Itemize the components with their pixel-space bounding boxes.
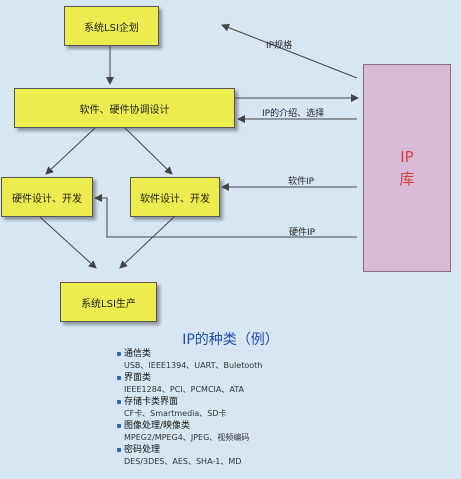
bullet-icon bbox=[117, 399, 121, 404]
category-items: USB、IEEE1394、UART、Buletooth bbox=[124, 361, 263, 370]
label-hard-ip: 硬件IP bbox=[289, 228, 316, 238]
box-label: 硬件设计、开发 bbox=[12, 193, 82, 205]
list-item: 通信类 USB、IEEE1394、UART、Buletooth bbox=[117, 348, 447, 372]
bullet-icon bbox=[117, 447, 121, 452]
box-label: 软件设计、开发 bbox=[140, 193, 210, 205]
box-label: 系统LSI企划 bbox=[84, 22, 139, 34]
category-items: MPEG2/MPEG4、JPEG、视频编码 bbox=[124, 433, 250, 442]
category-items: CF卡、Smartmedia、SD卡 bbox=[124, 409, 227, 418]
category-name: 图像处理/映像类 bbox=[124, 421, 191, 431]
flow-arrows bbox=[39, 23, 359, 269]
arrow-ip-spec bbox=[221, 23, 358, 79]
arrow-codesign-to-sw bbox=[124, 127, 173, 175]
ip-types-title: IP的种类（例） bbox=[182, 332, 279, 348]
ip-library-label-2: 库 bbox=[399, 170, 415, 188]
list-item: 图像处理/映像类 MPEG2/MPEG4、JPEG、视频编码 bbox=[117, 420, 447, 444]
arrow-codesign-to-hw bbox=[45, 127, 96, 175]
label-soft-ip: 软件IP bbox=[288, 177, 315, 187]
category-items: IEEE1284、PCI、PCMCIA、ATA bbox=[124, 385, 244, 394]
category-name: 通信类 bbox=[124, 349, 152, 359]
box-hardware-development: 硬件设计、开发 bbox=[1, 177, 93, 217]
box-software-development: 软件设计、开发 bbox=[130, 177, 220, 217]
category-name: 界面类 bbox=[124, 373, 152, 383]
ip-library-box: IP 库 bbox=[363, 64, 451, 272]
ip-types-list: 通信类 USB、IEEE1394、UART、Buletooth 界面类 IEEE… bbox=[117, 348, 447, 468]
box-label: 软件、硬件协调设计 bbox=[79, 104, 170, 116]
list-item: 密码处理 DES/3DES、AES、SHA-1、MD bbox=[117, 444, 447, 468]
bullet-icon bbox=[117, 423, 121, 428]
box-system-lsi-production: 系统LSI生产 bbox=[60, 282, 157, 322]
bullet-icon bbox=[117, 375, 121, 380]
arrow-sw-to-production bbox=[119, 216, 175, 269]
list-item: 界面类 IEEE1284、PCI、PCMCIA、ATA bbox=[117, 372, 447, 396]
label-ip-intro-select: IP的介绍、选择 bbox=[262, 109, 325, 119]
box-hw-sw-codesign: 软件、硬件协调设计 bbox=[14, 88, 235, 128]
list-item: 存储卡类界面 CF卡、Smartmedia、SD卡 bbox=[117, 396, 447, 420]
category-name: 存储卡类界面 bbox=[124, 397, 179, 407]
box-label: 系统LSI生产 bbox=[81, 298, 136, 310]
label-ip-spec: IP规格 bbox=[266, 41, 293, 51]
category-name: 密码处理 bbox=[124, 445, 161, 455]
ip-library-label-1: IP bbox=[400, 148, 414, 166]
arrow-hard-ip bbox=[94, 194, 357, 238]
arrow-hw-to-production bbox=[39, 216, 97, 269]
bullet-icon bbox=[117, 351, 121, 356]
box-system-lsi-planning: 系统LSI企划 bbox=[64, 6, 159, 46]
category-items: DES/3DES、AES、SHA-1、MD bbox=[124, 457, 242, 466]
